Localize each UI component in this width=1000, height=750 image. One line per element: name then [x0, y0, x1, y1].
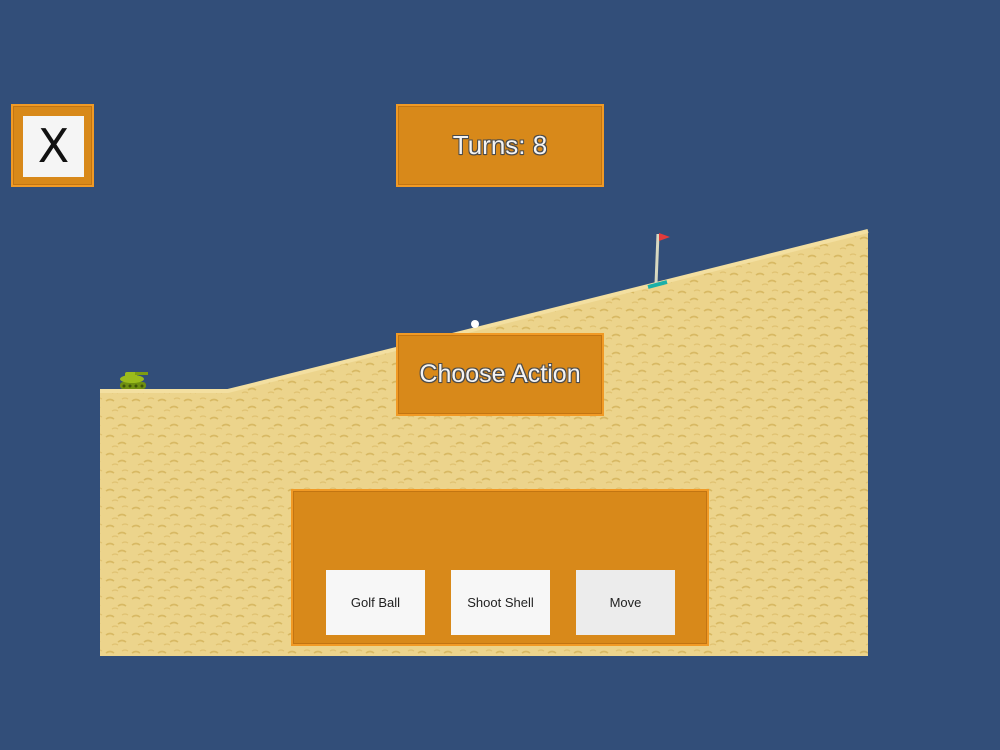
status-panel: Choose Action: [396, 333, 604, 416]
turns-panel: Turns: 8: [396, 104, 604, 187]
close-panel: X: [11, 104, 94, 187]
action-panel: Golf Ball Shoot Shell Move: [291, 489, 709, 646]
flag-icon: [654, 233, 670, 285]
golf-ball-icon: [471, 320, 479, 328]
golf-ball-button[interactable]: Golf Ball: [326, 570, 425, 635]
status-message: Choose Action: [419, 360, 581, 388]
move-button[interactable]: Move: [576, 570, 675, 635]
tank-icon[interactable]: [120, 372, 148, 389]
turns-counter: Turns: 8: [452, 130, 548, 160]
shoot-shell-button[interactable]: Shoot Shell: [451, 570, 550, 635]
close-button[interactable]: X: [23, 116, 84, 177]
hole-marker: [647, 280, 668, 289]
